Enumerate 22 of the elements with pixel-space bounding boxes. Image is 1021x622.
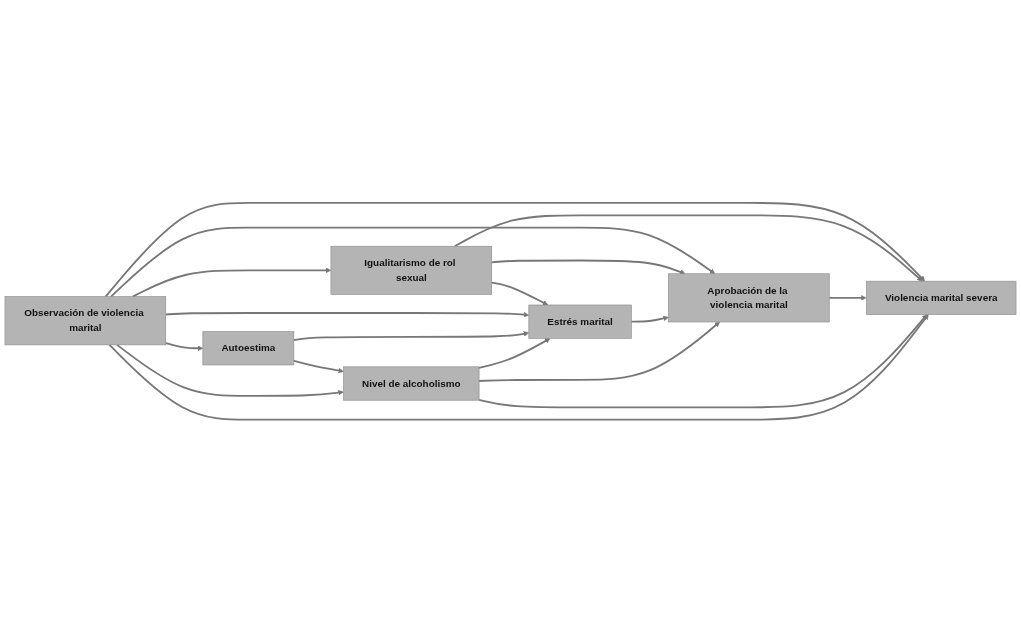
arrow <box>131 267 332 298</box>
arrow <box>116 343 344 397</box>
node-box: Violencia marital severa <box>866 280 1017 315</box>
arrow <box>164 341 204 351</box>
arrow <box>164 311 530 318</box>
arrow <box>108 314 929 421</box>
arrow <box>292 359 344 373</box>
arrow <box>478 337 551 369</box>
arrow <box>490 281 549 305</box>
arrow <box>104 201 925 298</box>
arrow <box>828 294 867 301</box>
node-box: Aprobación de la violencia marital <box>668 273 830 322</box>
node-box: Igualitarismo de rol sexual <box>330 245 492 295</box>
arrow <box>110 226 716 298</box>
arrow <box>292 330 530 341</box>
arrow <box>490 259 686 275</box>
node-box: Nivel de alcoholismo <box>343 366 480 401</box>
arrow <box>478 321 720 382</box>
node-box: Observación de violencia marital <box>4 296 167 345</box>
arrow <box>630 315 669 323</box>
node-box: Autoestima <box>202 330 295 365</box>
node-box: Estrés marital <box>528 304 632 339</box>
